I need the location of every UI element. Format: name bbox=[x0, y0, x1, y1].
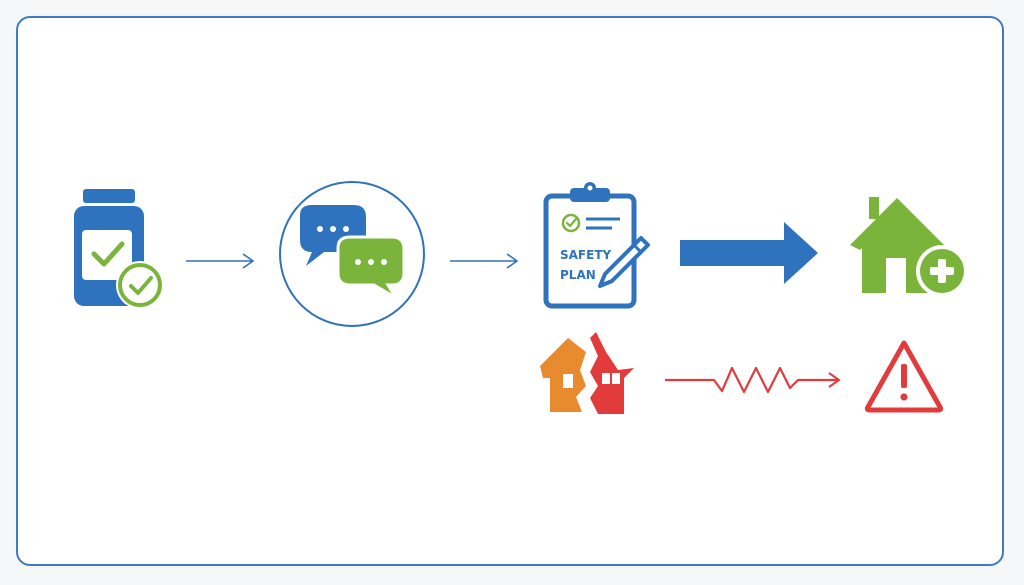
clipboard-pencil-icon: SAFETY PLAN bbox=[543, 182, 650, 309]
warning-triangle-icon bbox=[864, 340, 944, 413]
safety-plan-line-1: SAFETY bbox=[560, 248, 612, 262]
arrow-1 bbox=[186, 253, 255, 269]
medication-bottle-check-icon bbox=[74, 189, 164, 309]
house-plus-icon bbox=[850, 197, 968, 297]
zigzag-arrow bbox=[665, 366, 841, 394]
chat-bubbles-icon bbox=[279, 181, 425, 327]
arrow-2 bbox=[450, 253, 519, 269]
thick-arrow bbox=[680, 222, 818, 284]
pencil-icon bbox=[598, 236, 650, 288]
diagram-frame bbox=[16, 16, 1004, 566]
broken-house-icon bbox=[540, 332, 634, 414]
safety-plan-line-2: PLAN bbox=[560, 268, 596, 282]
